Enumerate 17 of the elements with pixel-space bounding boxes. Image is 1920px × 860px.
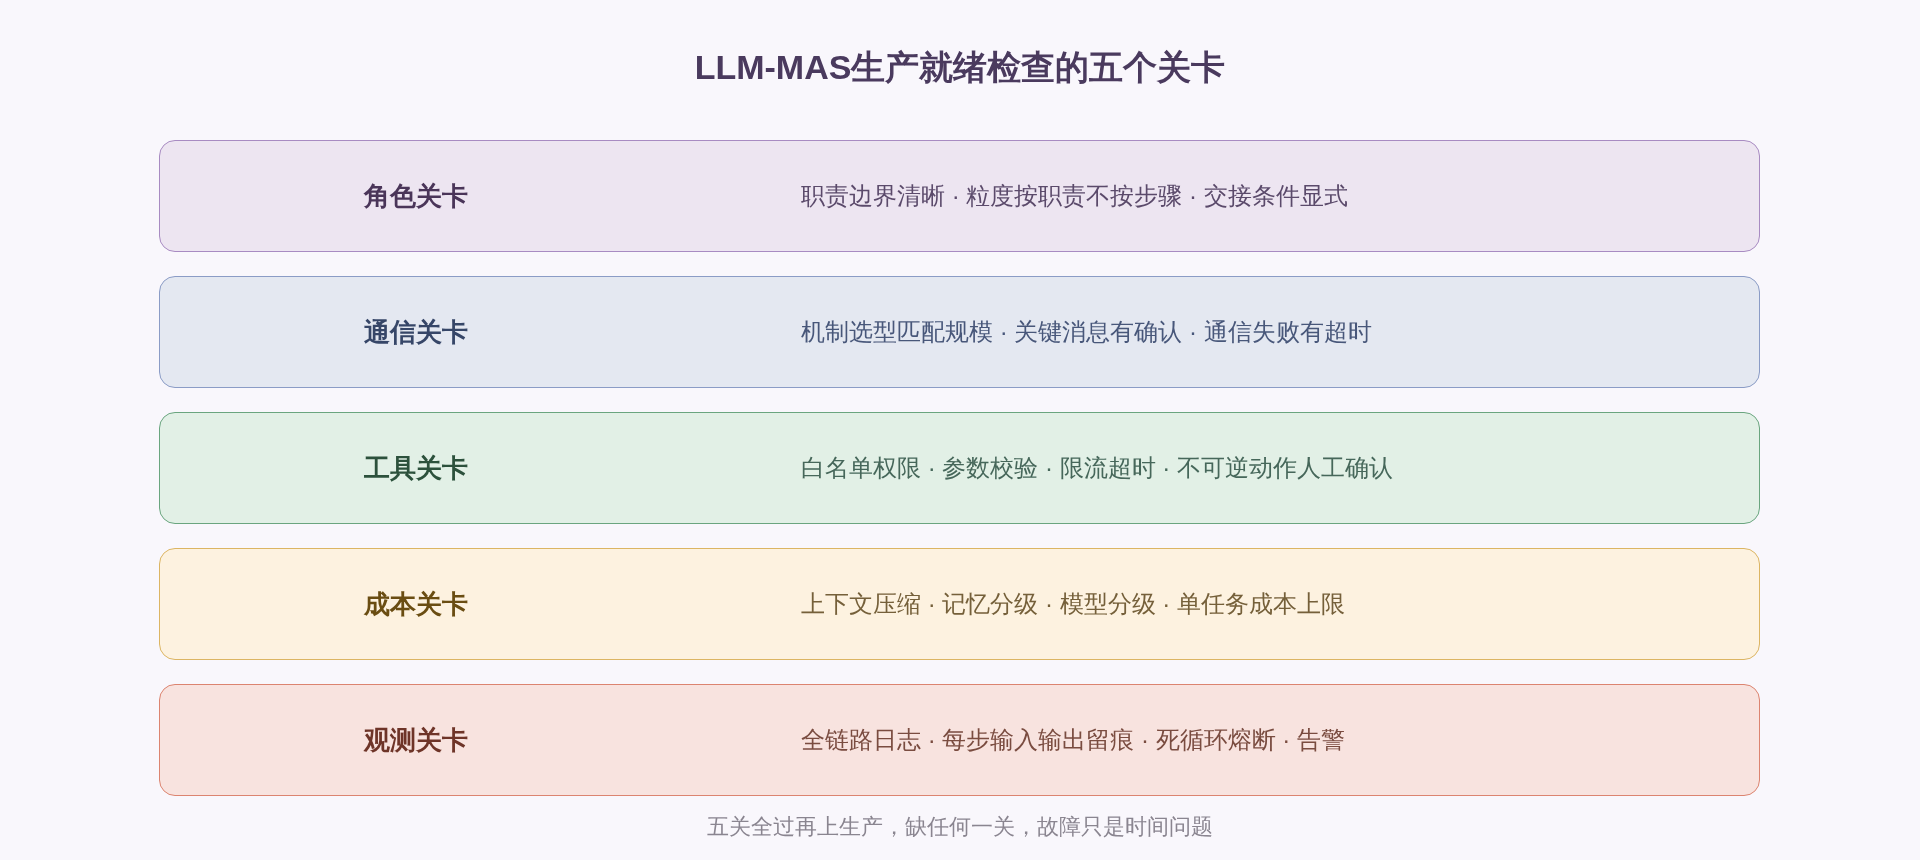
gate-title: 成本关卡 — [364, 588, 468, 621]
gate-checks: 白名单权限 · 参数校验 · 限流超时 · 不可逆动作人工确认 — [801, 453, 1393, 483]
gate-title: 角色关卡 — [364, 180, 468, 213]
gate-title: 观测关卡 — [364, 724, 468, 757]
gate-card — [159, 548, 1760, 660]
gate-checks: 职责边界清晰 · 粒度按职责不按步骤 · 交接条件显式 — [801, 181, 1348, 211]
gate-card — [159, 276, 1760, 388]
gate-card — [159, 412, 1760, 524]
gate-checks: 全链路日志 · 每步输入输出留痕 · 死循环熔断 · 告警 — [801, 725, 1345, 755]
caption: 五关全过再上生产，缺任何一关，故障只是时间问题 — [707, 813, 1213, 841]
gate-checks: 上下文压缩 · 记忆分级 · 模型分级 · 单任务成本上限 — [801, 589, 1345, 619]
gate-title: 工具关卡 — [364, 452, 468, 485]
gate-checks: 机制选型匹配规模 · 关键消息有确认 · 通信失败有超时 — [801, 317, 1372, 347]
diagram-title: LLM-MAS生产就绪检查的五个关卡 — [694, 47, 1226, 88]
gate-title: 通信关卡 — [364, 316, 468, 349]
gate-card — [159, 684, 1760, 796]
gate-card — [159, 140, 1760, 252]
